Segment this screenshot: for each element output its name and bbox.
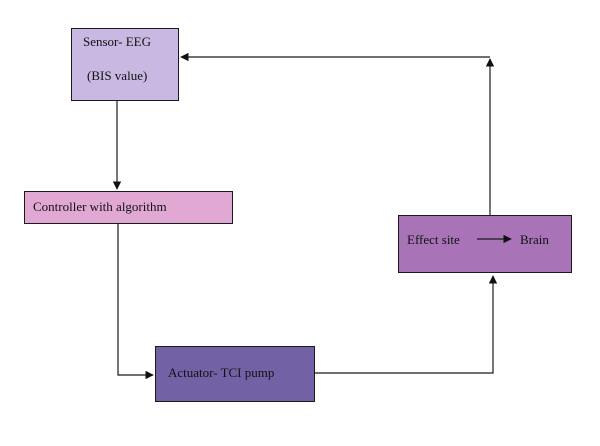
controller-box — [24, 191, 233, 224]
arrow-controller-to-actuator — [117, 224, 154, 380]
sensor-eeg-box — [71, 28, 179, 101]
sensor-label-line2: (BIS value) — [87, 68, 148, 83]
controller-label: Controller with algorithm — [33, 199, 167, 214]
actuator-label: Actuator- TCI pump — [168, 365, 275, 380]
brain-label: Brain — [520, 232, 549, 247]
effect-site-label: Effect site — [407, 232, 460, 247]
arrow-actuator-to-effect — [315, 275, 498, 374]
effect-site-box — [398, 215, 572, 273]
sensor-label-line1: Sensor- EEG — [83, 34, 151, 49]
actuator-box — [155, 346, 315, 402]
